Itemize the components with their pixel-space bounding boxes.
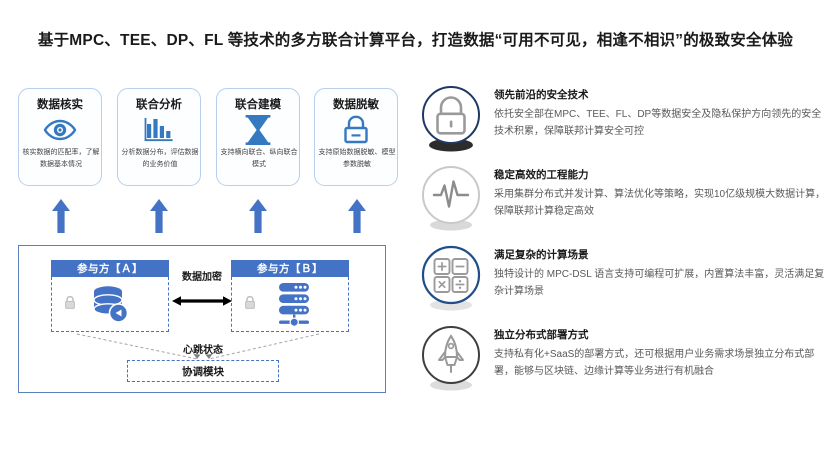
lock-circle-icon xyxy=(420,84,482,154)
small-lock-icon xyxy=(64,295,76,315)
capability-card-data-masking[interactable]: 数据脱敏 支持原始数据脱敏、模型参数脱敏 xyxy=(314,88,398,186)
data-encryption-label: 数据加密 xyxy=(182,272,222,283)
party-b-title: 参与方【Ｂ】 xyxy=(231,260,349,277)
party-a-title: 参与方【Ａ】 xyxy=(51,260,169,277)
up-arrow-icon xyxy=(346,198,368,234)
capability-card-joint-analysis[interactable]: 联合分析 分析数据分布，评估数据的业务价值 xyxy=(117,88,201,186)
eye-icon xyxy=(19,114,101,146)
capability-card-data-verification[interactable]: 数据核实 核实数据的匹配率，了解数据基本情况 xyxy=(18,88,102,186)
card-description: 核实数据的匹配率，了解数据基本情况 xyxy=(22,149,100,168)
server-stack-icon xyxy=(274,281,314,334)
feature-text-block: 满足复杂的计算场景 独特设计的 MPC-DSL 语言支持可编程可扩展，内置算法丰… xyxy=(494,247,826,300)
feature-title: 稳定高效的工程能力 xyxy=(494,169,589,181)
party-b-body xyxy=(231,277,349,332)
party-b-node[interactable]: 参与方【Ｂ】 xyxy=(231,260,349,332)
feature-description: 独特设计的 MPC-DSL 语言支持可编程可扩展，内置算法丰富，灵活满足复杂计算… xyxy=(494,269,825,297)
flow-arrow-row xyxy=(18,198,398,238)
architecture-diagram-panel: 参与方【Ａ】 xyxy=(18,245,386,393)
card-title: 联合分析 xyxy=(136,99,182,111)
feature-item-security-tech: 领先前沿的安全技术 依托安全部在MPC、TEE、FL、DP等数据安全及隐私保护方… xyxy=(414,84,831,164)
pulse-circle-icon xyxy=(420,164,482,234)
card-description: 支持横向联合、纵向联合模式 xyxy=(220,149,298,168)
party-a-node[interactable]: 参与方【Ａ】 xyxy=(51,260,169,332)
up-arrow-icon xyxy=(148,198,170,234)
coordinator-connector-lines xyxy=(76,333,320,360)
feature-title: 领先前沿的安全技术 xyxy=(494,89,589,101)
double-arrow-icon xyxy=(171,294,233,313)
feature-title: 满足复杂的计算场景 xyxy=(494,249,589,261)
feature-title: 独立分布式部署方式 xyxy=(494,329,589,341)
calculator-circle-icon xyxy=(420,244,482,314)
bar-chart-icon xyxy=(118,114,200,146)
card-description: 支持原始数据脱敏、模型参数脱敏 xyxy=(318,149,396,168)
capability-card-joint-modeling[interactable]: 联合建模 支持横向联合、纵向联合模式 xyxy=(216,88,300,186)
up-arrow-icon xyxy=(247,198,269,234)
card-title: 数据脱敏 xyxy=(333,99,379,111)
coordinator-module-box[interactable]: 协调模块 xyxy=(127,360,279,382)
lock-icon xyxy=(315,114,397,146)
card-title: 数据核实 xyxy=(37,99,83,111)
feature-item-deployment: 独立分布式部署方式 支持私有化+SaaS的部署方式，还可根据用户业务需求场景独立… xyxy=(414,324,831,420)
capability-card-row: 数据核实 核实数据的匹配率，了解数据基本情况 联合分析 xyxy=(18,88,398,193)
feature-item-engineering: 稳定高效的工程能力 采用集群分布式并发计算、算法优化等策略，实现10亿级规模大数… xyxy=(414,164,831,244)
card-description: 分析数据分布，评估数据的业务价值 xyxy=(121,149,199,168)
small-lock-icon xyxy=(244,295,256,315)
up-arrow-icon xyxy=(50,198,72,234)
hourglass-icon xyxy=(217,114,299,146)
heartbeat-status-label: 心跳状态 xyxy=(183,345,223,356)
feature-description: 采用集群分布式并发计算、算法优化等策略，实现10亿级规模大数据计算，保障联邦计算… xyxy=(494,189,826,217)
left-column: 数据核实 核实数据的匹配率，了解数据基本情况 联合分析 xyxy=(0,80,410,420)
feature-item-compute-scenarios: 满足复杂的计算场景 独特设计的 MPC-DSL 语言支持可编程可扩展，内置算法丰… xyxy=(414,244,831,324)
feature-text-block: 独立分布式部署方式 支持私有化+SaaS的部署方式，还可根据用户业务需求场景独立… xyxy=(494,327,826,380)
rocket-circle-icon xyxy=(420,324,482,394)
database-icon xyxy=(90,284,132,331)
party-a-body xyxy=(51,277,169,332)
feature-text-block: 稳定高效的工程能力 采用集群分布式并发计算、算法优化等策略，实现10亿级规模大数… xyxy=(494,167,826,220)
feature-description: 依托安全部在MPC、TEE、FL、DP等数据安全及隐私保护方向领先的安全技术积累… xyxy=(494,109,822,137)
feature-text-block: 领先前沿的安全技术 依托安全部在MPC、TEE、FL、DP等数据安全及隐私保护方… xyxy=(494,87,826,140)
page-title: 基于MPC、TEE、DP、FL 等技术的多方联合计算平台，打造数据“可用不可见，… xyxy=(37,32,794,49)
card-title: 联合建模 xyxy=(235,99,281,111)
feature-list: 领先前沿的安全技术 依托安全部在MPC、TEE、FL、DP等数据安全及隐私保护方… xyxy=(414,84,831,420)
feature-description: 支持私有化+SaaS的部署方式，还可根据用户业务需求场景独立分布式部署，能够与区… xyxy=(494,349,815,377)
